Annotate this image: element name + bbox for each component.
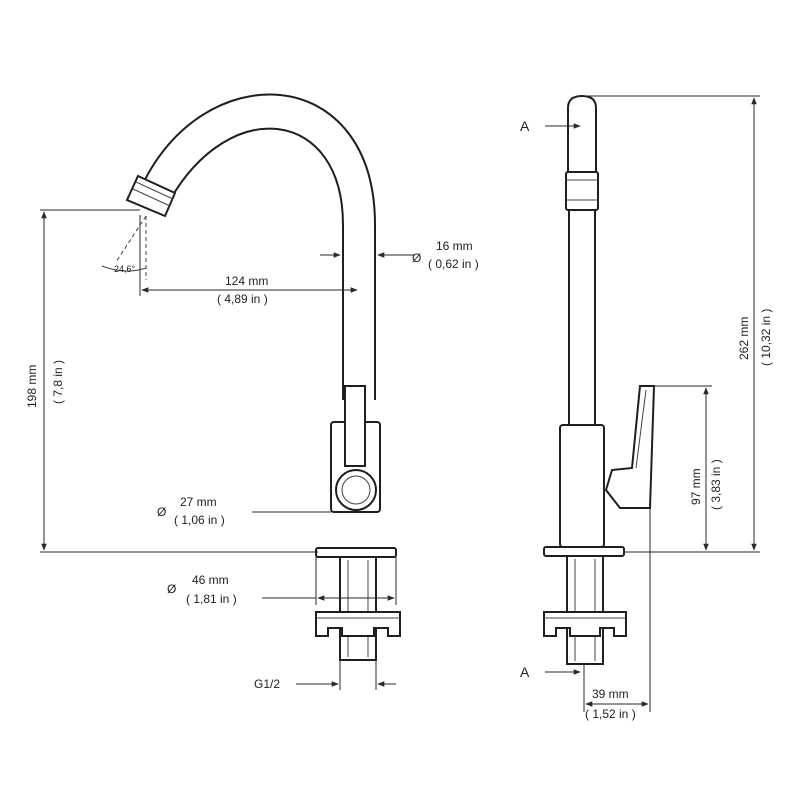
side-spout-tube [567, 94, 597, 172]
base-diameter-symbol: Ø [167, 582, 176, 596]
total-height-mm: 262 mm [737, 317, 751, 360]
mounting-nut [315, 611, 401, 637]
spout-diameter-mm: 16 mm [436, 239, 473, 253]
side-base-flange [543, 546, 625, 557]
side-spout-lower [568, 210, 596, 425]
side-view-faucet [543, 94, 656, 665]
body-diameter-symbol: Ø [157, 505, 166, 519]
outlet-height-mm: 198 mm [25, 365, 39, 408]
side-aerator [565, 171, 599, 211]
section-mark-top: A [520, 118, 530, 134]
thread-label: G1/2 [254, 677, 280, 691]
spout-inner-edge [169, 127, 344, 400]
front-view-faucet [125, 93, 401, 661]
lever-offset-mm: 39 mm [592, 687, 629, 701]
spout-diameter-in: ( 0,62 in ) [428, 257, 479, 271]
body-diameter-mm: 27 mm [180, 495, 217, 509]
base-flange [315, 547, 397, 558]
spout-reach-mm: 124 mm [225, 274, 268, 288]
base-diameter-in: ( 1,81 in ) [186, 592, 237, 606]
section-mark-bottom: A [520, 664, 530, 680]
total-height-in: ( 10,32 in ) [759, 309, 773, 366]
outlet-height-in: ( 7,8 in ) [51, 360, 65, 404]
aerator-tip [125, 174, 177, 218]
lever-height-mm: 97 mm [689, 468, 703, 505]
threaded-shank [339, 556, 377, 661]
side-view-dimensions: A A 262 mm ( 10,32 in ) 97 mm ( 3,83 in … [520, 95, 773, 721]
lever-offset-in: ( 1,52 in ) [585, 707, 636, 721]
spout-reach-in: ( 4,89 in ) [217, 292, 268, 306]
body-diameter-in: ( 1,06 in ) [174, 513, 225, 527]
faucet-lever [344, 385, 366, 467]
side-mounting-nut [543, 611, 627, 637]
base-diameter-mm: 46 mm [192, 573, 229, 587]
front-view-dimensions: 198 mm ( 7,8 in ) 124 mm ( 4,89 in ) 24,… [25, 209, 479, 691]
side-faucet-lever [604, 385, 656, 509]
spout-diameter-symbol: Ø [412, 251, 421, 265]
side-faucet-body [559, 424, 605, 548]
lever-height-in: ( 3,83 in ) [709, 459, 723, 510]
spray-angle-label: 24,6° [114, 264, 136, 274]
side-threaded-shank [566, 555, 604, 665]
